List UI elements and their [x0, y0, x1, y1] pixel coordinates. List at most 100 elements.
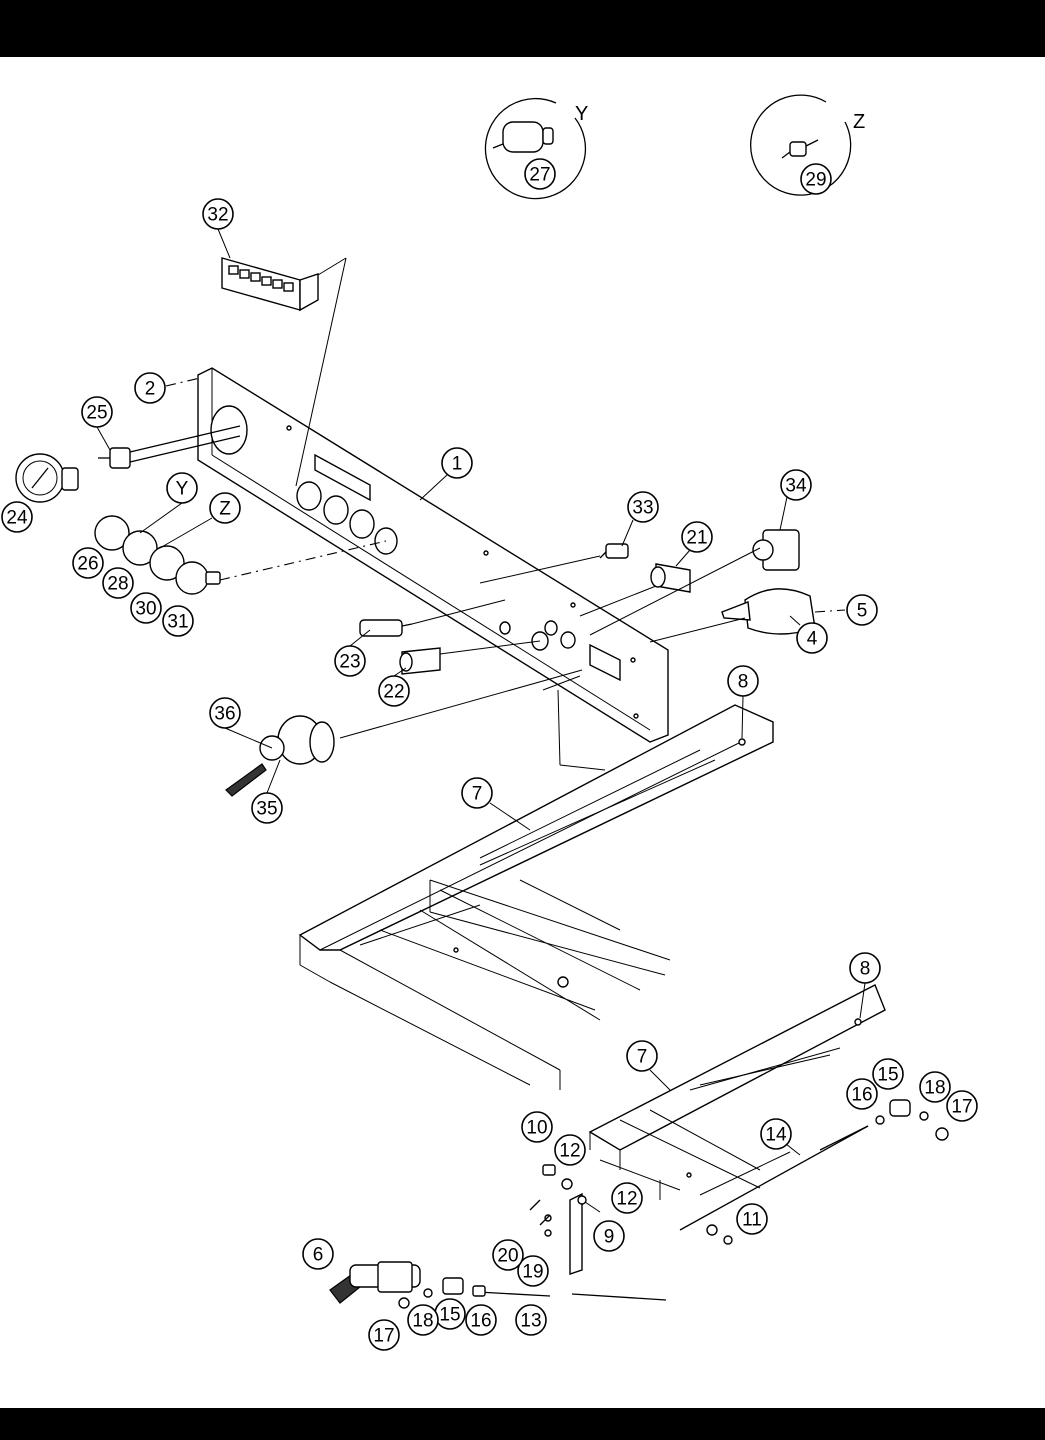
svg-text:8: 8 [860, 959, 871, 980]
callout-25: 25 [81, 396, 113, 428]
callout-15-left: 15 [434, 1298, 466, 1330]
svg-text:10: 10 [526, 1118, 547, 1139]
callout-31: 31 [162, 605, 194, 637]
callout-16-right: 16 [846, 1078, 878, 1110]
svg-text:Y: Y [176, 479, 189, 500]
callout-26: 26 [72, 547, 104, 579]
callout-17-right: 17 [946, 1090, 978, 1122]
callout-z: Z [209, 492, 241, 524]
toggle-switch-33 [599, 543, 629, 559]
ignition-switch-36 [225, 715, 335, 797]
svg-text:15: 15 [439, 1305, 460, 1326]
leader-lines [165, 257, 846, 771]
small-hardware [398, 1099, 949, 1309]
svg-text:31: 31 [167, 612, 188, 633]
detail-view-z: Z [750, 94, 865, 196]
detail-letter-z: Z [853, 111, 865, 133]
callout-28: 28 [102, 567, 134, 599]
callout-24: 24 [1, 501, 33, 533]
callout-23: 23 [334, 645, 366, 677]
svg-text:17: 17 [951, 1097, 972, 1118]
svg-text:16: 16 [470, 1311, 491, 1332]
callout-36: 36 [209, 697, 241, 729]
rocker-switch-21 [650, 563, 691, 593]
svg-text:12: 12 [616, 1189, 637, 1210]
svg-text:6: 6 [313, 1245, 324, 1266]
callout-18-right: 18 [919, 1071, 951, 1103]
frame-upper [298, 704, 774, 1090]
svg-text:14: 14 [765, 1125, 787, 1146]
svg-text:7: 7 [472, 784, 483, 805]
svg-text:28: 28 [107, 574, 128, 595]
svg-text:18: 18 [924, 1078, 945, 1099]
svg-text:7: 7 [637, 1047, 648, 1068]
callout-leaders [96, 228, 866, 1156]
callout-12-upper: 12 [554, 1134, 586, 1166]
svg-text:11: 11 [742, 1210, 762, 1231]
callout-27: 27 [524, 158, 556, 190]
callout-19: 19 [517, 1255, 549, 1287]
svg-text:24: 24 [6, 508, 28, 529]
svg-text:36: 36 [214, 704, 235, 725]
svg-text:27: 27 [529, 165, 550, 186]
cable-25 [98, 425, 241, 469]
callout-20: 20 [492, 1239, 524, 1271]
callout-15-right: 15 [872, 1058, 904, 1090]
svg-text:4: 4 [807, 629, 818, 650]
gauge-24 [15, 453, 79, 503]
handle-6 [329, 1261, 421, 1304]
frame-lower [588, 984, 886, 1200]
svg-text:22: 22 [383, 682, 404, 703]
callout-17-left: 17 [368, 1319, 400, 1351]
callout-14: 14 [760, 1118, 792, 1150]
svg-text:16: 16 [851, 1085, 872, 1106]
callout-6: 6 [302, 1238, 334, 1270]
temp-sender-part [492, 121, 554, 153]
cable-13 [477, 1291, 667, 1301]
svg-text:8: 8 [738, 672, 749, 693]
callout-22: 22 [378, 675, 410, 707]
cable-14 [679, 1125, 869, 1231]
svg-text:34: 34 [785, 476, 807, 497]
svg-text:15: 15 [877, 1065, 898, 1086]
callout-4: 4 [796, 622, 828, 654]
svg-text:26: 26 [77, 554, 98, 575]
horn-button-34 [752, 529, 800, 571]
svg-text:30: 30 [135, 599, 156, 620]
header-bar [0, 0, 1045, 57]
callout-13: 13 [515, 1304, 547, 1336]
svg-text:13: 13 [520, 1311, 541, 1332]
svg-text:12: 12 [559, 1141, 580, 1162]
callout-16-left: 16 [465, 1304, 497, 1336]
svg-text:25: 25 [86, 403, 107, 424]
gauges-group [94, 515, 221, 595]
svg-text:17: 17 [373, 1326, 394, 1347]
callout-8-lower: 8 [849, 952, 881, 984]
svg-text:20: 20 [497, 1246, 518, 1267]
callout-35: 35 [251, 792, 283, 824]
callout-12-lower: 12 [611, 1182, 643, 1214]
svg-text:21: 21 [686, 528, 707, 549]
svg-text:9: 9 [604, 1227, 615, 1248]
callout-7-lower: 7 [626, 1040, 658, 1072]
callout-y: Y [166, 472, 198, 504]
svg-text:18: 18 [412, 1311, 433, 1332]
svg-text:33: 33 [632, 498, 653, 519]
callout-21: 21 [681, 521, 713, 553]
callout-8-upper: 8 [727, 665, 759, 697]
svg-text:35: 35 [256, 799, 277, 820]
switch-module-32 [221, 257, 319, 312]
svg-text:23: 23 [339, 652, 360, 673]
callout-2: 2 [134, 372, 166, 404]
footer-bar [0, 1408, 1045, 1440]
callout-1: 1 [441, 447, 473, 479]
svg-text:1: 1 [452, 454, 463, 475]
callout-32: 32 [202, 198, 234, 230]
switch-23 [359, 619, 413, 637]
svg-text:Z: Z [219, 499, 231, 520]
switch-22 [399, 647, 441, 675]
callout-11: 11 [736, 1203, 768, 1235]
callout-29: 29 [800, 163, 832, 195]
callout-7-upper: 7 [461, 777, 493, 809]
